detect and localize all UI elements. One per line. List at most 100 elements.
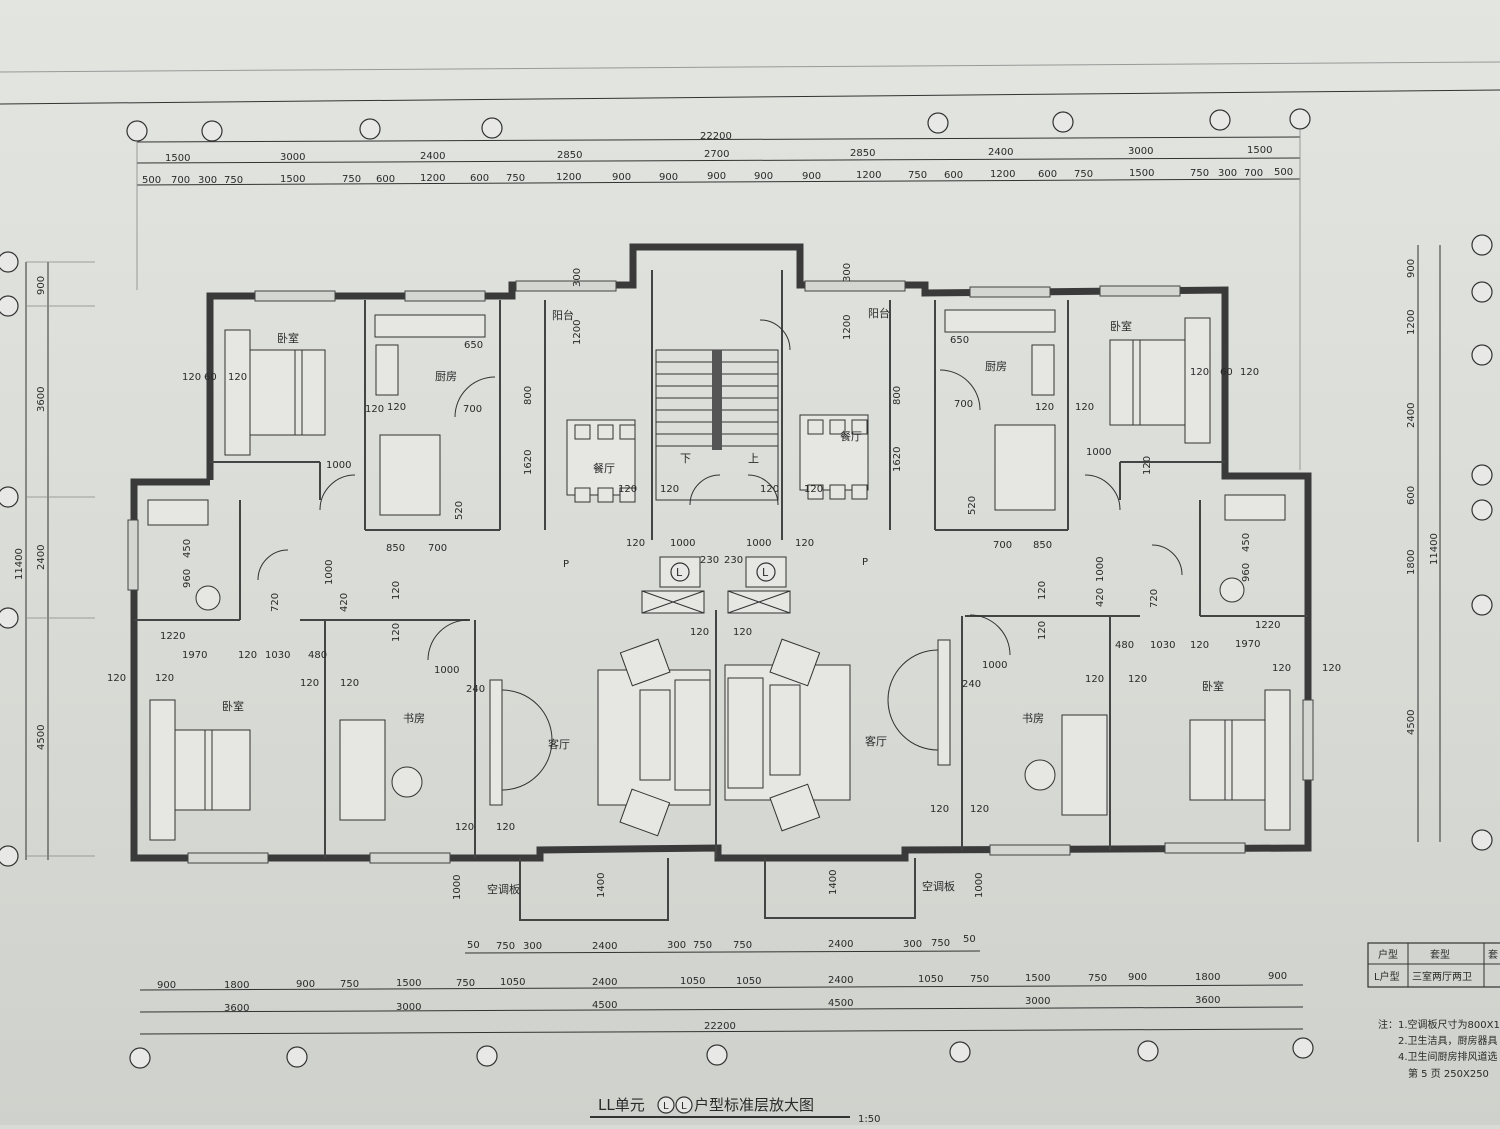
svg-text:1000: 1000 [982,660,1007,671]
top-dimension-lines [136,130,1301,470]
bottom-dims-row2: 900 1800 900 750 1500 750 1050 2400 1050… [157,971,1287,991]
svg-text:700: 700 [428,543,447,554]
svg-text:420: 420 [1095,588,1106,607]
p-mark-left: P [563,559,569,570]
svg-text:900: 900 [754,171,773,182]
svg-text:800: 800 [892,386,903,405]
door-swings [257,319,1183,661]
svg-text:4500: 4500 [1406,710,1417,735]
svg-text:1200: 1200 [856,170,881,181]
room-ac-e: 空调板 [922,879,955,893]
svg-text:120: 120 [1190,367,1209,378]
legend-header-2: 套型 [1430,948,1450,961]
svg-text:2400: 2400 [36,545,47,570]
svg-text:120: 120 [238,650,257,661]
svg-text:300: 300 [667,940,686,951]
svg-text:1970: 1970 [1235,639,1260,650]
stair-up-label: 上 [748,452,759,465]
room-study-e: 书房 [1022,712,1044,725]
title-suffix: 户型标准层放大图 [694,1096,814,1114]
svg-text:750: 750 [931,938,950,949]
room-bedroom-ne: 卧室 [1110,319,1132,333]
svg-text:1030: 1030 [265,650,290,661]
svg-text:120: 120 [1085,674,1104,685]
room-balcony-w: 阳台 [552,308,574,322]
svg-text:850: 850 [1033,540,1052,551]
note-2: 2.卫生洁具，厨房器具 [1398,1034,1498,1047]
svg-text:1970: 1970 [182,650,207,661]
svg-text:1000: 1000 [326,460,351,471]
room-kitchen-e: 厨房 [985,360,1007,373]
svg-text:120: 120 [1128,674,1147,685]
svg-text:1050: 1050 [500,977,525,988]
svg-text:300: 300 [523,941,542,952]
svg-text:600: 600 [376,174,395,185]
svg-text:120: 120 [930,804,949,815]
svg-text:240: 240 [466,684,485,695]
legend-cell-desc: 三室两厅两卫 [1412,970,1472,983]
page-note: 第 5 页 250X250 [1408,1067,1489,1080]
stair-down-label: 下 [680,452,691,465]
room-balcony-e: 阳台 [868,306,890,320]
note-1: 注：1.空调板尺寸为800X1 [1378,1018,1500,1031]
svg-text:240: 240 [962,679,981,690]
svg-text:450: 450 [182,539,193,558]
svg-text:1200: 1200 [556,172,581,183]
svg-text:120: 120 [107,673,126,684]
top-dims-row2: 500 700 300 750 1500 750 600 1200 600 75… [142,167,1293,186]
svg-text:420: 420 [339,593,350,612]
svg-text:2400: 2400 [828,975,853,986]
room-dining-e: 餐厅 [840,429,862,443]
svg-text:600: 600 [944,170,963,181]
sheet-border-top [0,89,1500,105]
room-bedroom-nw: 卧室 [277,331,299,345]
svg-text:1050: 1050 [736,976,761,987]
bottom-dims-row1: 50 750 300 2400 300 750 750 2400 300 750… [467,934,976,952]
svg-text:900: 900 [296,979,315,990]
title-circle-1 [657,1096,675,1114]
svg-text:650: 650 [950,335,969,346]
interior-walls-right [889,300,1308,850]
svg-text:1200: 1200 [990,169,1015,180]
svg-text:120: 120 [391,581,402,600]
svg-text:850: 850 [386,543,405,554]
svg-text:1500: 1500 [1247,145,1272,156]
svg-text:230: 230 [700,555,719,566]
svg-text:1620: 1620 [523,450,534,475]
right-dims-segments: 900 1200 2400 600 1800 4500 [1406,259,1417,735]
svg-text:3000: 3000 [1128,146,1153,157]
svg-text:1500: 1500 [165,153,190,164]
left-overall-dim: 11400 [14,548,25,580]
svg-text:750: 750 [1088,973,1107,984]
svg-text:1050: 1050 [680,976,705,987]
svg-text:900: 900 [1268,971,1287,982]
svg-text:900: 900 [612,172,631,183]
svg-text:50: 50 [467,940,480,951]
exterior-walls [130,243,1312,862]
svg-text:1050: 1050 [918,974,943,985]
svg-text:120: 120 [1190,640,1209,651]
svg-text:750: 750 [908,170,927,181]
svg-text:1000: 1000 [452,875,463,900]
svg-text:2850: 2850 [557,150,582,161]
svg-text:520: 520 [454,501,465,520]
svg-text:450: 450 [1241,533,1252,552]
title-prefix: LL单元 [598,1096,645,1114]
svg-text:2400: 2400 [828,939,853,950]
svg-text:3600: 3600 [1195,995,1220,1006]
staircase [655,349,779,506]
svg-text:480: 480 [308,650,327,661]
svg-text:1200: 1200 [842,315,853,340]
svg-text:2400: 2400 [592,977,617,988]
svg-text:120: 120 [1240,367,1259,378]
svg-text:1000: 1000 [670,538,695,549]
room-bedroom-se: 卧室 [1202,679,1224,693]
svg-text:120: 120 [1272,663,1291,674]
room-dining-w: 餐厅 [593,461,615,475]
svg-text:1500: 1500 [1129,168,1154,179]
svg-text:300: 300 [572,268,583,287]
left-dims-segments: 900 3600 2400 4500 [36,276,47,750]
svg-text:480: 480 [1115,640,1134,651]
svg-text:120: 120 [391,623,402,642]
